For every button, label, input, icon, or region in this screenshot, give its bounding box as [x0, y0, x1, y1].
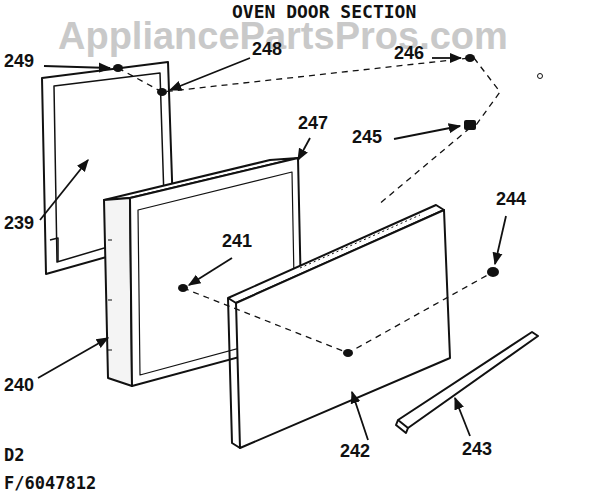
callout-number: 247 — [298, 114, 328, 134]
callout-number: 245 — [352, 128, 382, 148]
callout-number: 241 — [222, 232, 252, 252]
hole — [538, 74, 543, 79]
callout-number: 246 — [394, 44, 424, 64]
figure-number: F/6047812 — [4, 474, 96, 493]
leader-line — [38, 58, 506, 440]
callout-number: 242 — [340, 442, 370, 462]
callout-number: 249 — [4, 52, 34, 72]
callout-number: 240 — [4, 376, 34, 396]
callout-number: 248 — [252, 40, 282, 60]
callout-number: 243 — [462, 440, 492, 460]
assembly-line — [118, 58, 500, 353]
handle-strip — [396, 332, 538, 433]
callout-number: 239 — [4, 214, 34, 234]
screw — [113, 54, 499, 357]
callout-number: 244 — [496, 190, 526, 210]
watermark: AppliancePartsPros.com — [58, 16, 508, 58]
diagram-code: D2 — [4, 446, 24, 465]
